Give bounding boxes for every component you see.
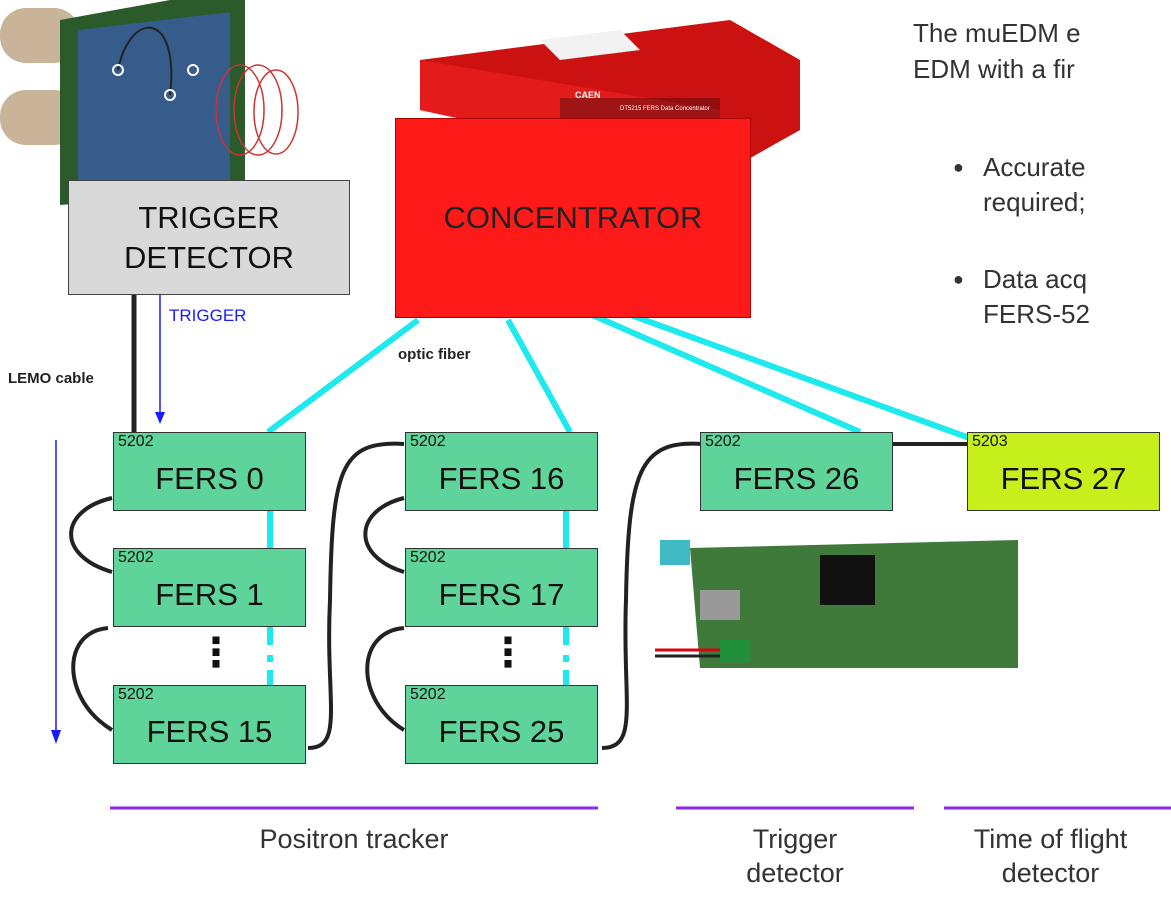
group-label-trigger: Trigger detector bbox=[676, 822, 914, 890]
group-label-trigger-line2: detector bbox=[746, 858, 844, 888]
fers-board-26: 5202 FERS 26 bbox=[700, 432, 893, 511]
bullet-1-line2: required; bbox=[983, 187, 1086, 217]
trigger-detector-photo bbox=[0, 0, 299, 205]
fers-name: FERS 15 bbox=[146, 713, 273, 749]
cable-fers17-fers25 bbox=[365, 626, 406, 732]
trigger-detector-line2: DETECTOR bbox=[124, 239, 294, 275]
bullet-1-line1: Accurate bbox=[983, 152, 1086, 182]
optic-fiber-fers27 bbox=[626, 311, 977, 443]
fers-board-17: 5202 FERS 17 bbox=[405, 548, 598, 627]
bullet-2-line1: Data acq bbox=[983, 264, 1088, 294]
fers-model: 5202 bbox=[410, 549, 446, 566]
fers-board-0: 5202 FERS 0 bbox=[113, 432, 306, 511]
fers-model: 5203 bbox=[972, 433, 1008, 450]
trigger-detector-line1: TRIGGER bbox=[138, 199, 280, 235]
bullet-dot-2: ● bbox=[953, 269, 964, 289]
trigger-signal-label: TRIGGER bbox=[169, 306, 247, 325]
lemo-cable-label: LEMO cable bbox=[8, 370, 94, 387]
body-text-line1: The muEDM e bbox=[913, 18, 1081, 48]
bullet-1: ● Accurate required; bbox=[953, 150, 1086, 220]
cable-fers15-fers16 bbox=[307, 441, 405, 750]
fers-name: FERS 1 bbox=[155, 576, 264, 612]
bullet-2-line2: FERS-52 bbox=[983, 299, 1090, 329]
ellipsis-right: ⋮ bbox=[488, 631, 528, 675]
fers-name: FERS 16 bbox=[438, 460, 565, 496]
cable-fers0-fers1 bbox=[69, 496, 113, 574]
fers-board-16: 5202 FERS 16 bbox=[405, 432, 598, 511]
fers-name: FERS 25 bbox=[438, 713, 565, 749]
fers-board-27: 5203 FERS 27 bbox=[967, 432, 1160, 511]
body-text-line2: EDM with a fir bbox=[913, 54, 1075, 84]
concentrator-box: CONCENTRATOR bbox=[395, 118, 751, 318]
fers-board-15: 5202 FERS 15 bbox=[113, 685, 306, 764]
fers-model: 5202 bbox=[118, 686, 154, 703]
ellipsis-left: ⋮ bbox=[196, 631, 236, 675]
group-label-tof-line2: detector bbox=[1001, 858, 1100, 888]
fers-board-25: 5202 FERS 25 bbox=[405, 685, 598, 764]
fers-model: 5202 bbox=[118, 549, 154, 566]
group-label-positron: Positron tracker bbox=[259, 824, 449, 854]
device-model: DT5215 FERS Data Concentrator bbox=[620, 106, 710, 112]
trigger-arrow-head bbox=[155, 412, 165, 424]
daisy-chain-arrow-head bbox=[51, 730, 61, 744]
optic-fiber-label: optic fiber bbox=[398, 346, 471, 363]
group-label-tof: Time of flight detector bbox=[930, 822, 1171, 890]
group-label-trigger-line1: Trigger bbox=[752, 824, 838, 854]
fers-model: 5202 bbox=[410, 433, 446, 450]
optic-fiber-fers16 bbox=[505, 318, 573, 434]
cable-fers25-fers26 bbox=[601, 441, 703, 750]
fers-model: 5202 bbox=[410, 686, 446, 703]
optic-fiber-fers26 bbox=[588, 311, 862, 435]
fers-name: FERS 0 bbox=[155, 460, 264, 496]
concentrator-label: CONCENTRATOR bbox=[443, 200, 703, 235]
bullet-dot-1: ● bbox=[953, 157, 964, 177]
fers-board-photo bbox=[655, 540, 1018, 668]
fers-name: FERS 27 bbox=[1000, 460, 1127, 496]
device-brand: CAEN bbox=[575, 90, 601, 100]
trigger-detector-box: TRIGGER DETECTOR bbox=[68, 180, 350, 295]
cable-fers1-fers15 bbox=[71, 626, 114, 732]
bullet-2: ● Data acq FERS-52 bbox=[953, 262, 1090, 332]
fers-name: FERS 26 bbox=[733, 460, 860, 496]
fers-model: 5202 bbox=[118, 433, 154, 450]
cable-fers16-fers17 bbox=[363, 496, 405, 574]
fers-model: 5202 bbox=[705, 433, 741, 450]
fers-board-1: 5202 FERS 1 bbox=[113, 548, 306, 627]
optic-fiber-fers0 bbox=[266, 317, 420, 435]
group-label-tof-line1: Time of flight bbox=[973, 824, 1128, 854]
fers-name: FERS 17 bbox=[438, 576, 565, 612]
